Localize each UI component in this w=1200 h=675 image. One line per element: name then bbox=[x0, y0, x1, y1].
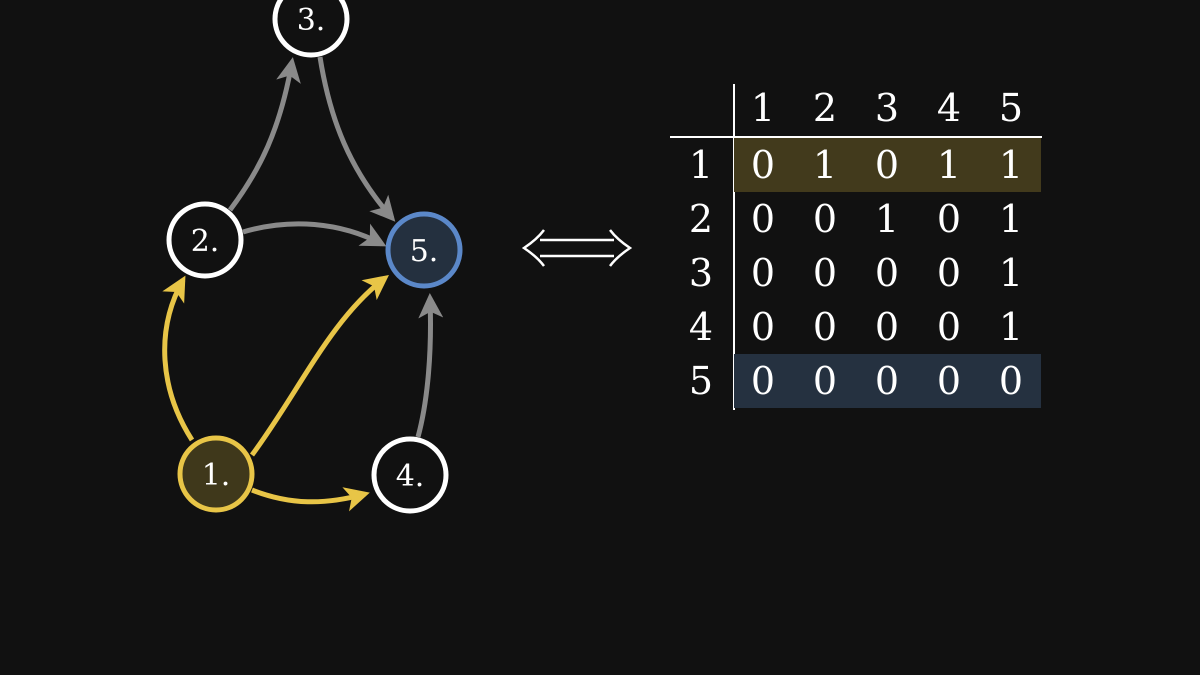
matrix-vertical-divider bbox=[733, 84, 735, 410]
matrix-cell: 0 bbox=[750, 305, 776, 349]
matrix-cell: 0 bbox=[750, 197, 776, 241]
matrix-cell: 0 bbox=[812, 251, 838, 295]
edge-2-3 bbox=[227, 57, 301, 212]
graph-node-1: 1. bbox=[177, 435, 255, 513]
node-label-5: 5. bbox=[410, 234, 439, 269]
matrix-cell: 0 bbox=[750, 251, 776, 295]
matrix-cell: 1 bbox=[998, 251, 1024, 295]
matrix-cell: 0 bbox=[750, 359, 776, 403]
edge-1-2 bbox=[162, 275, 195, 442]
matrix-cell: 0 bbox=[936, 251, 962, 295]
matrix-cell: 0 bbox=[936, 359, 962, 403]
matrix-cell: 1 bbox=[998, 143, 1024, 187]
column-header: 3 bbox=[874, 86, 900, 130]
matrix-cell: 1 bbox=[874, 197, 900, 241]
graph-node-2: 2. bbox=[166, 201, 244, 279]
matrix-cell: 1 bbox=[998, 305, 1024, 349]
matrix-cell: 0 bbox=[874, 143, 900, 187]
edge-2-5 bbox=[242, 221, 387, 247]
graph-node-3: 3. bbox=[272, 0, 350, 58]
row-highlight bbox=[734, 354, 1041, 408]
directed-graph: 3. 2. 5. 1. 4. bbox=[162, 0, 463, 514]
matrix-cell: 1 bbox=[936, 143, 962, 187]
equivalence-arrow-icon bbox=[522, 229, 632, 267]
matrix-cell: 1 bbox=[812, 143, 838, 187]
column-header: 1 bbox=[750, 86, 776, 130]
matrix-cell: 0 bbox=[874, 305, 900, 349]
node-label-3: 3. bbox=[297, 3, 326, 38]
column-header: 4 bbox=[936, 86, 962, 130]
row-header: 2 bbox=[688, 197, 714, 241]
matrix-cell: 0 bbox=[998, 359, 1024, 403]
adjacency-matrix: 1 2 3 4 5 1 0 1 0 1 1 2 0 0 1 0 1 3 0 0 … bbox=[670, 84, 1045, 414]
node-label-1: 1. bbox=[202, 458, 231, 493]
edge-4-5 bbox=[415, 293, 444, 438]
column-header: 5 bbox=[998, 86, 1024, 130]
matrix-row-5: 5 0 0 0 0 0 bbox=[670, 354, 1045, 408]
matrix-cell: 1 bbox=[998, 197, 1024, 241]
node-label-2: 2. bbox=[191, 224, 220, 259]
matrix-row-1: 1 0 1 0 1 1 bbox=[670, 138, 1045, 192]
matrix-cell: 0 bbox=[812, 305, 838, 349]
matrix-cell: 0 bbox=[936, 305, 962, 349]
matrix-horizontal-divider bbox=[670, 136, 1042, 138]
graph-node-5: 5. bbox=[385, 211, 463, 289]
node-label-4: 4. bbox=[396, 459, 425, 494]
matrix-cell: 0 bbox=[874, 359, 900, 403]
edge-1-5 bbox=[249, 274, 389, 457]
edge-1-4 bbox=[251, 487, 370, 512]
matrix-cell: 0 bbox=[936, 197, 962, 241]
matrix-cell: 0 bbox=[750, 143, 776, 187]
row-header: 3 bbox=[688, 251, 714, 295]
row-header: 1 bbox=[688, 143, 714, 187]
matrix-row-3: 3 0 0 0 0 1 bbox=[670, 246, 1045, 300]
row-header: 5 bbox=[688, 359, 714, 403]
matrix-row-2: 2 0 0 1 0 1 bbox=[670, 192, 1045, 246]
matrix-row-4: 4 0 0 0 0 1 bbox=[670, 300, 1045, 354]
column-header: 2 bbox=[812, 86, 838, 130]
row-header: 4 bbox=[688, 305, 714, 349]
matrix-cell: 0 bbox=[812, 359, 838, 403]
matrix-cell: 0 bbox=[874, 251, 900, 295]
matrix-cell: 0 bbox=[812, 197, 838, 241]
graph-node-4: 4. bbox=[371, 436, 449, 514]
row-highlight bbox=[734, 138, 1041, 192]
edge-3-5 bbox=[317, 56, 396, 222]
